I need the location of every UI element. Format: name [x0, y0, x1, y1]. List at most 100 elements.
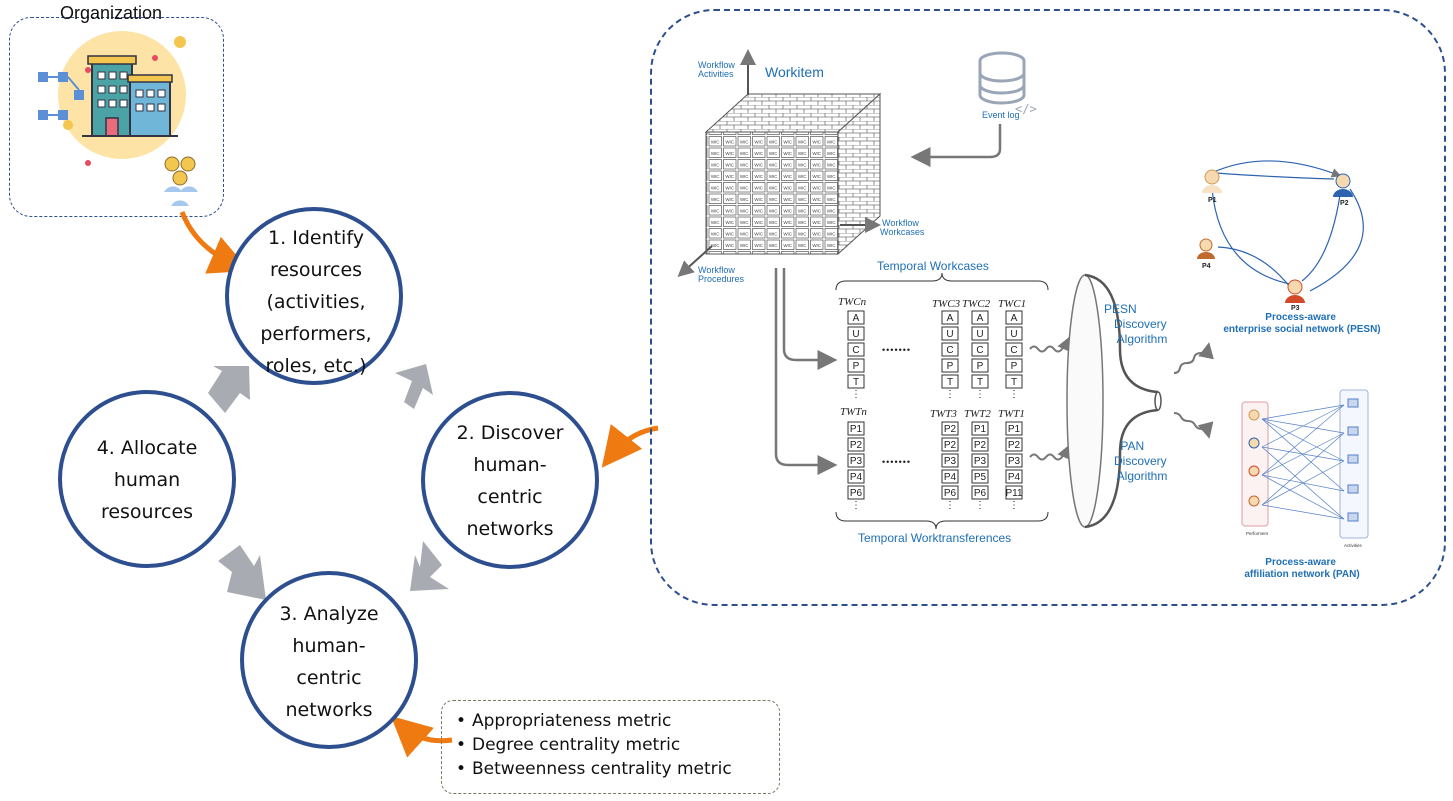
pan-graph: Performers Activities — [1241, 389, 1369, 548]
pesn-node-label: P4 — [1202, 263, 1211, 270]
people-icon — [164, 156, 198, 206]
twt-ellipsis: ••••••• — [882, 457, 911, 467]
activity-icon — [1347, 398, 1359, 408]
twc-cell-text: P — [977, 361, 984, 372]
twc-label: TWC1 — [998, 298, 1026, 310]
twt-cell-text: P6 — [944, 488, 957, 499]
twt-cell-text: P1 — [1008, 424, 1021, 435]
twc-cell-text: P — [1011, 361, 1018, 372]
database-icon — [978, 51, 1026, 105]
code-icon: </> — [1015, 102, 1037, 116]
person-icon — [1248, 437, 1260, 449]
pipeline-panel — [650, 9, 1446, 606]
twc-cell-box — [941, 310, 959, 325]
twt-cell-box — [847, 421, 865, 436]
step1-circle — [225, 207, 403, 385]
eventlog-to-cube-arrow — [910, 124, 1002, 167]
twt-cell-text: P4 — [1008, 472, 1021, 483]
pesn-algorithm-label: PESN Discovery Algorithm — [1104, 302, 1170, 346]
pesn-node-label: P1 — [1208, 197, 1217, 204]
pipeline-to-discover-arrow — [601, 423, 659, 468]
twc-cell-box — [1005, 342, 1023, 357]
twc-cell-text: C — [852, 345, 859, 356]
twc-cell-box — [847, 358, 865, 373]
funnel-to-pan-wavy-arrow — [1173, 412, 1214, 439]
twt-label: TWT1 — [998, 408, 1025, 420]
step4-circle — [58, 390, 236, 568]
step2-circle — [421, 391, 599, 569]
pesn-node-label: P2 — [1340, 200, 1349, 207]
twc-cell-box — [1005, 374, 1023, 389]
twt-cell-text: P3 — [974, 456, 987, 467]
twc-cell-text: A — [1011, 313, 1018, 324]
twc-cell-box — [1005, 358, 1023, 373]
cube-to-twc-arrow — [782, 268, 838, 370]
twc-cell-box — [941, 374, 959, 389]
pan-performers-label: Performers — [1246, 531, 1269, 536]
twc-cell-box — [941, 326, 959, 341]
twt-cell-box — [971, 437, 989, 452]
twt-cell-box — [941, 469, 959, 484]
twc-cell-box — [1005, 310, 1023, 325]
person-icon — [1285, 279, 1305, 303]
twc-cell-box — [847, 342, 865, 357]
twc-cell-box — [971, 358, 989, 373]
metrics-to-analyze-arrow — [390, 715, 453, 758]
twt-cell-box — [1005, 485, 1023, 500]
twt-cell-box — [847, 453, 865, 468]
person-icon — [1197, 238, 1215, 259]
twt-cell-box — [847, 437, 865, 452]
twt-cell-text: P11 — [1005, 488, 1022, 499]
twc-cell-text: C — [1010, 345, 1017, 356]
twc-cell-text: C — [946, 345, 953, 356]
pan-title: Process-aware affiliation network (PAN) — [1244, 557, 1359, 580]
twc-cell-text: A — [977, 313, 984, 324]
event-log-label: Event log — [982, 110, 1020, 120]
metrics-box: Appropriateness metric Degree centrality… — [441, 700, 780, 794]
activity-icon — [1347, 512, 1359, 522]
twc-cell-text: U — [946, 329, 953, 340]
twc-cell-box — [847, 374, 865, 389]
twt-cell-box — [971, 421, 989, 436]
twc-cell-box — [971, 326, 989, 341]
person-icon — [1202, 169, 1222, 193]
organization-box — [9, 17, 224, 217]
twc-cell-text: T — [853, 377, 859, 388]
activity-icon — [1347, 426, 1359, 436]
twc-ellipsis: ••••••• — [882, 345, 911, 355]
metric-item: Appropriateness metric — [456, 709, 779, 733]
organization-title: Organization — [60, 3, 163, 23]
person-icon — [1248, 409, 1260, 421]
person-icon — [1248, 495, 1260, 507]
twt-cell-text: P5 — [974, 472, 987, 483]
twt-cell-box — [847, 485, 865, 500]
building-icon — [82, 55, 178, 137]
metric-item: Betweenness centrality metric — [456, 757, 779, 781]
twc-cell-more: ⋮ — [1009, 389, 1019, 400]
twt-label: TWT3 — [930, 408, 957, 420]
twt-cell-more: ⋮ — [975, 500, 985, 511]
twc-cell-box — [847, 326, 865, 341]
cycle-arrow-3-4 — [218, 545, 266, 600]
twt-cell-text: P3 — [850, 456, 863, 467]
twc-cell-box — [1005, 326, 1023, 341]
twt-cell-box — [941, 437, 959, 452]
workitem-cube — [704, 92, 882, 256]
step3-circle — [240, 571, 418, 749]
twc-label: TWC2 — [962, 298, 991, 310]
twc-cell-box — [971, 310, 989, 325]
procedures-axis — [677, 245, 713, 278]
twc-label: TWCn — [838, 296, 867, 308]
twc-cell-box — [941, 358, 959, 373]
twt-cell-more: ⋮ — [851, 500, 861, 511]
twc-label: TWC3 — [932, 298, 961, 310]
twc-cell-text: U — [1010, 329, 1017, 340]
twt-cell-text: P2 — [944, 424, 957, 435]
twt-cell-more: ⋮ — [945, 500, 955, 511]
